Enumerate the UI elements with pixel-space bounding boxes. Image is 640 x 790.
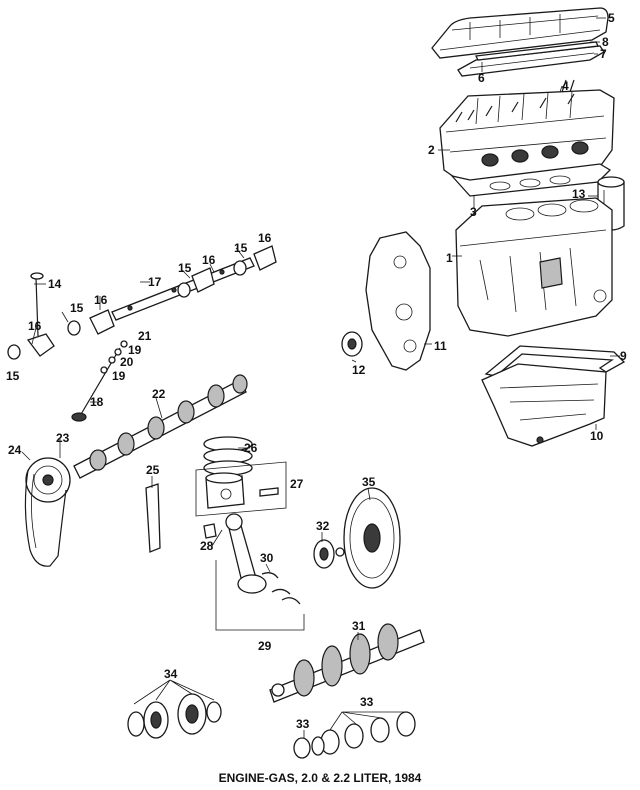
piston[interactable] (205, 472, 279, 509)
callout-15b: 15 (70, 301, 84, 315)
callout-15d: 15 (234, 241, 248, 255)
crankshaft[interactable] (269, 623, 425, 703)
flywheel[interactable] (343, 487, 401, 589)
callout-3: 3 (470, 205, 477, 219)
cam-sprocket[interactable] (25, 457, 71, 503)
callout-25: 25 (146, 463, 160, 477)
callout-15c: 15 (178, 261, 192, 275)
callout-30: 30 (260, 551, 274, 565)
callout-26: 26 (244, 441, 258, 455)
callout-20: 20 (120, 355, 134, 369)
thrust-bearing[interactable] (293, 736, 325, 759)
camshaft[interactable] (73, 374, 248, 479)
callout-15a: 15 (6, 369, 20, 383)
callout-24: 24 (8, 443, 22, 457)
callout-31: 31 (352, 619, 366, 633)
callout-6: 6 (478, 71, 485, 85)
callout-12: 12 (352, 363, 366, 377)
callout-19b: 19 (112, 369, 126, 383)
rod-bearings[interactable] (261, 572, 301, 605)
callout-9: 9 (620, 349, 627, 363)
callout-8: 8 (602, 35, 609, 49)
diagram-caption: ENGINE-GAS, 2.0 & 2.2 LITER, 1984 (219, 771, 422, 785)
oil-pan-gasket[interactable] (484, 345, 626, 377)
callout-7: 7 (600, 47, 607, 61)
piston-rings[interactable] (203, 436, 253, 476)
callout-13: 13 (572, 187, 586, 201)
leader-lines (21, 17, 620, 738)
callout-11: 11 (434, 339, 447, 353)
timing-cover[interactable] (365, 231, 431, 371)
callout-27: 27 (290, 477, 304, 491)
main-bearings[interactable] (320, 711, 416, 755)
belt-guide[interactable] (145, 483, 161, 553)
front-crank-seal[interactable] (341, 331, 363, 357)
callout-16d: 16 (258, 231, 272, 245)
callout-10: 10 (590, 429, 604, 443)
callout-19a: 19 (128, 343, 142, 357)
rocker-arm-left[interactable] (26, 309, 115, 357)
engine-block[interactable] (455, 197, 613, 337)
callout-18: 18 (90, 395, 104, 409)
callout-21: 21 (138, 329, 152, 343)
valve-cover[interactable] (431, 7, 609, 59)
callout-29: 29 (258, 639, 272, 653)
callout-16a: 16 (28, 319, 42, 333)
valve-14[interactable] (30, 272, 44, 337)
callout-16b: 16 (94, 293, 108, 307)
head-bolts[interactable] (455, 79, 575, 123)
timing-belt[interactable] (24, 469, 67, 567)
intermediate-shaft-seals[interactable] (127, 693, 222, 739)
valve-cover-seal-strip[interactable] (475, 41, 599, 61)
callout-labels: 1 2 3 4 5 6 7 8 9 10 11 12 13 14 15 15 1… (6, 11, 627, 731)
connecting-rod[interactable] (203, 513, 267, 594)
valve-cover-gasket[interactable] (457, 45, 605, 77)
rear-main-seal[interactable] (313, 539, 345, 569)
valve-keepers-springs[interactable] (100, 340, 128, 374)
callout-33a: 33 (296, 717, 310, 731)
callout-34: 34 (164, 667, 178, 681)
cylinder-head[interactable] (439, 89, 615, 189)
callout-4: 4 (562, 79, 569, 93)
rocker-springs[interactable] (7, 260, 247, 360)
head-gasket[interactable] (450, 163, 612, 197)
callout-14: 14 (48, 277, 62, 291)
callout-28: 28 (200, 539, 214, 553)
callout-2: 2 (428, 143, 435, 157)
callout-23: 23 (56, 431, 70, 445)
callout-17: 17 (148, 275, 162, 289)
callout-1: 1 (446, 251, 453, 265)
callout-5: 5 (608, 11, 615, 25)
callout-35: 35 (362, 475, 376, 489)
rocker-arm-right[interactable] (191, 245, 277, 293)
callout-33b: 33 (360, 695, 374, 709)
oil-pan[interactable] (481, 363, 607, 447)
callout-32: 32 (316, 519, 330, 533)
callout-22: 22 (152, 387, 166, 401)
callout-16c: 16 (202, 253, 216, 267)
